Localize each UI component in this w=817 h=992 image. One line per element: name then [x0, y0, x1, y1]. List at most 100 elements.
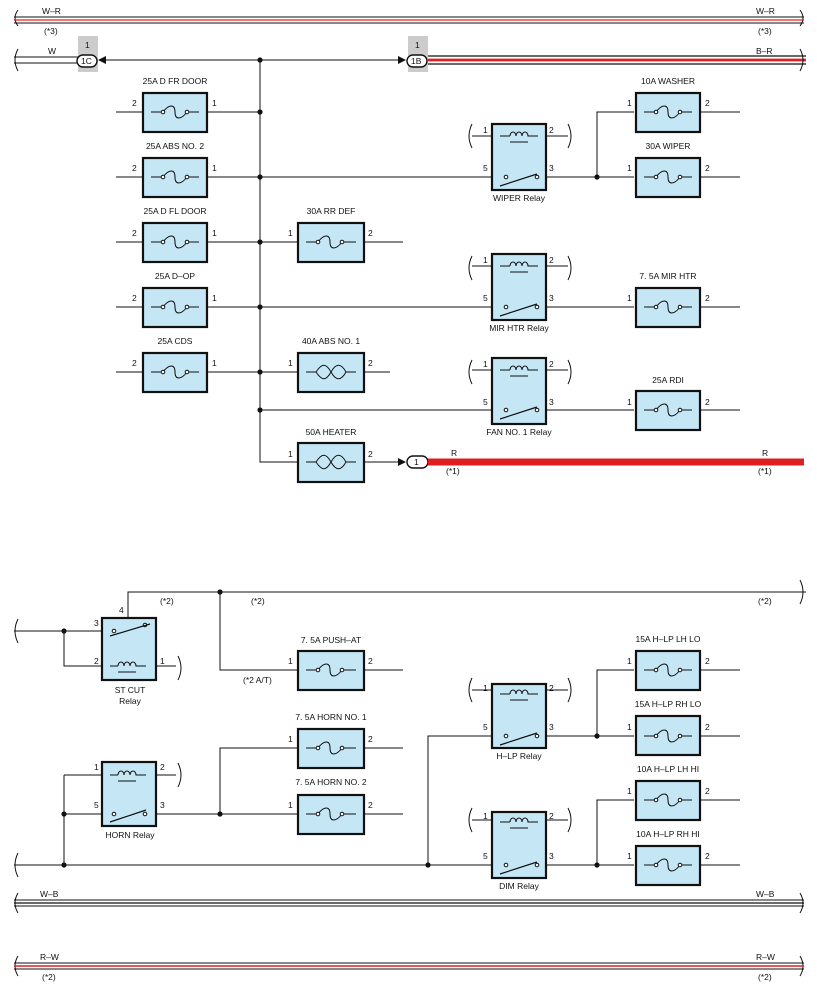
pin-label: 1: [627, 293, 632, 303]
fuse-rdi: 25A RDI 1 2: [627, 375, 740, 432]
relay-label: Relay: [119, 696, 141, 706]
pin-label: 2: [705, 98, 710, 108]
fuse-note: (*2 A/T): [243, 675, 272, 685]
fuse-label: 40A ABS NO. 1: [302, 336, 360, 346]
relay-dim: 1 2 5 3 DIM Relay: [468, 807, 634, 891]
connector-1b: [406, 54, 428, 68]
pin-label: 1: [483, 683, 488, 693]
pin-label: 1: [288, 358, 293, 368]
connector-pin: 1: [85, 40, 90, 50]
pin-label: 1: [483, 359, 488, 369]
relay-label: FAN NO. 1 Relay: [486, 427, 552, 437]
pin-label: 1: [627, 722, 632, 732]
pin-label: 2: [368, 656, 373, 666]
connector-id: 1B: [411, 56, 422, 66]
pin-label: 1: [288, 228, 293, 238]
pin-label: 2: [368, 358, 373, 368]
relay-hlp: 1 2 5 3 H–LP Relay: [468, 677, 634, 761]
wire-note: (*2): [758, 596, 772, 606]
fuse-label: 30A RR DEF: [307, 206, 356, 216]
pin-label: 5: [483, 163, 488, 173]
pin-label: 1: [627, 98, 632, 108]
fuse-d-fl-door: 25A D FL DOOR 2 1: [132, 206, 217, 264]
pin-label: 2: [132, 293, 137, 303]
relay-mir-htr: 1 2 5 3 MIR HTR Relay: [468, 252, 634, 333]
pin-label: 1: [288, 734, 293, 744]
fuse-hlp-rh-lo: 15A H–LP RH LO 1 2: [627, 699, 740, 757]
pin-label: 1: [627, 851, 632, 861]
pin-label: 1: [627, 786, 632, 796]
pin-label: 1: [288, 656, 293, 666]
fuse-hlp-lh-lo: 15A H–LP LH LO 1 2: [627, 634, 740, 692]
fuse-washer: 10A WASHER 1 2: [627, 76, 740, 134]
pin-label: 1: [94, 762, 99, 772]
wire-note: (*3): [44, 26, 58, 36]
pin-label: 5: [94, 800, 99, 810]
pin-label: 1: [160, 656, 165, 666]
pin-label: 1: [483, 255, 488, 265]
fuse-horn-no1: 7. 5A HORN NO. 1 1 2: [288, 712, 403, 770]
fuse-label: 25A RDI: [652, 375, 684, 385]
pin-label: 1: [483, 125, 488, 135]
bus-w-b: W–B W–B: [14, 889, 804, 914]
fuse-label: 7. 5A HORN NO. 1: [295, 712, 367, 722]
pin-label: 1: [212, 293, 217, 303]
pin-label: 2: [132, 163, 137, 173]
pin-label: 2: [705, 786, 710, 796]
pin-label: 1: [288, 449, 293, 459]
fuse-label: 25A CDS: [158, 336, 193, 346]
connector-pin: 1: [415, 40, 420, 50]
wire-label: W–R: [42, 6, 61, 16]
pin-label: 1: [212, 358, 217, 368]
pin-label: 2: [705, 851, 710, 861]
pin-label: 2: [549, 683, 554, 693]
wire-label: R: [762, 448, 768, 458]
relay-label: MIR HTR Relay: [489, 323, 549, 333]
pin-label: 3: [549, 163, 554, 173]
pin-label: 2: [132, 98, 137, 108]
fuse-label: 10A H–LP LH HI: [637, 764, 699, 774]
bus-w-r-top: W–R W–R (*3) (*3): [14, 6, 804, 36]
pin-label: 1: [627, 656, 632, 666]
fuse-rr-def: 30A RR DEF 1 2: [288, 206, 373, 264]
wire-label: W–B: [40, 889, 59, 899]
pin-label: 2: [549, 125, 554, 135]
fuse-label: 15A H–LP LH LO: [635, 634, 700, 644]
relay-label: H–LP Relay: [496, 751, 542, 761]
pin-label: 2: [94, 656, 99, 666]
fuse-heater: 50A HEATER 1 2: [288, 427, 373, 484]
pin-label: 2: [132, 228, 137, 238]
wire-label: R–W: [40, 952, 59, 962]
pin-label: 3: [549, 722, 554, 732]
fuse-push-at: 7. 5A PUSH–AT 1 2 (*2 A/T): [243, 635, 403, 692]
connector-1c: [76, 54, 98, 68]
relay-fan-no1: 1 2 5 3 FAN NO. 1 Relay: [468, 356, 634, 437]
pin-label: 5: [483, 397, 488, 407]
fuse-abs-no1: 40A ABS NO. 1 1 2: [288, 336, 373, 394]
pin-label: 2: [705, 722, 710, 732]
fuse-wiper: 30A WIPER 1 2: [627, 141, 740, 199]
fuse-label: 15A H–LP RH LO: [635, 699, 702, 709]
wire-label: W–B: [756, 889, 775, 899]
wire-note: (*2): [160, 596, 174, 606]
pin-label: 1: [288, 800, 293, 810]
pin-label: 2: [368, 734, 373, 744]
fuse-label: 50A HEATER: [306, 427, 357, 437]
relay-label: WIPER Relay: [493, 193, 546, 203]
bus-r-w: R–W R–W (*2) (*2): [14, 952, 804, 982]
fuse-hlp-rh-hi: 10A H–LP RH HI 1 2: [627, 829, 740, 887]
wire-label: R: [451, 448, 457, 458]
relay-label: DIM Relay: [499, 881, 539, 891]
pin-label: 1: [212, 98, 217, 108]
pin-label: 2: [160, 762, 165, 772]
pin-label: 3: [94, 618, 99, 628]
relay-wiper: 1 2 5 3 WIPER Relay: [468, 122, 597, 203]
pin-label: 2: [368, 800, 373, 810]
fuse-abs-no2: 25A ABS NO. 2 2 1: [132, 141, 217, 199]
relay-st-cut: 4 3 2 1 ST CUT Relay: [14, 605, 182, 706]
pin-label: 3: [549, 851, 554, 861]
wire-label: W: [48, 46, 56, 56]
fuse-hlp-lh-hi: 10A H–LP LH HI 1 2: [627, 764, 740, 822]
pin-label: 5: [483, 293, 488, 303]
